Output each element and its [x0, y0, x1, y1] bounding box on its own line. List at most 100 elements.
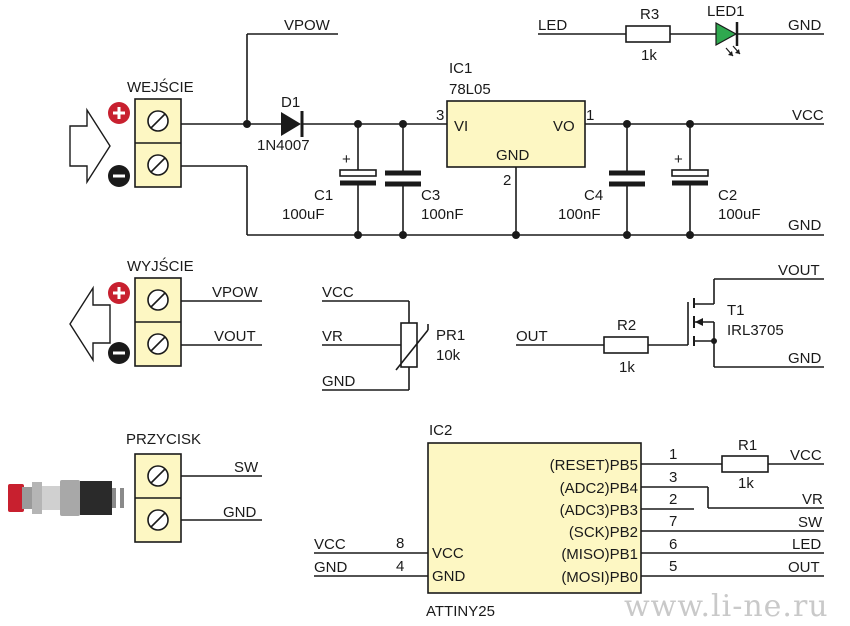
minus-circle-icon	[108, 342, 130, 364]
screw-icon	[147, 333, 169, 355]
plus-circle-icon	[108, 282, 130, 304]
ic2-pin-number: 5	[669, 558, 677, 575]
c3-value: 100nF	[421, 206, 464, 223]
ic2-net-label: VCC	[790, 447, 822, 464]
mcu-section: IC2 ATTINY25 (RESET)PB5 (ADC2)PB4 (ADC3)…	[314, 422, 824, 620]
ic2-net-label: SW	[798, 514, 823, 531]
pr1-value: 10k	[436, 347, 461, 364]
r2-ref: R2	[617, 317, 636, 334]
ic2-pin-name: (MISO)PB1	[561, 546, 638, 563]
plus-circle-icon	[108, 102, 130, 124]
output-vout-net: VOUT	[214, 328, 256, 345]
screw-icon	[147, 465, 169, 487]
output-connector-label: WYJŚCIE	[127, 257, 194, 275]
ic2-ref: IC2	[429, 422, 452, 439]
t1-value: IRL3705	[727, 322, 784, 339]
ic2-pin-name: (RESET)PB5	[550, 457, 638, 474]
ic2-net-label: VR	[802, 491, 823, 508]
input-arrow-icon	[69, 107, 111, 185]
vpow-net-label: VPOW	[284, 17, 331, 34]
mosfet-vout-net: VOUT	[778, 262, 820, 279]
ic2-pin-number: 1	[669, 446, 677, 463]
r3-ref: R3	[640, 6, 659, 23]
t1-mosfet	[687, 298, 717, 367]
watermark: www.li-ne.ru	[624, 589, 829, 624]
r1-resistor	[721, 455, 769, 473]
c3-ref: C3	[421, 187, 440, 204]
ic1-ref: IC1	[449, 60, 472, 77]
r1-ref: R1	[738, 437, 757, 454]
button-section: PRZYCISK SW GND	[8, 431, 262, 543]
ic1-pin-vo: VO	[553, 118, 575, 135]
power-section: WEJŚCIE VPO	[69, 3, 824, 239]
c1-ref: C1	[314, 187, 333, 204]
ic2-pin-name: (ADC2)PB4	[560, 480, 638, 497]
output-screw-terminal	[134, 277, 182, 367]
ic2-net-label: VCC	[314, 536, 346, 553]
input-screw-terminal	[134, 98, 182, 188]
screw-icon	[147, 110, 169, 132]
ic2-pin-name: (SCK)PB2	[569, 524, 638, 541]
output-section: WYJŚCIE VPOW VOUT	[69, 257, 262, 367]
mosfet-section: VOUT GND T1 IRL3705 OUT R2 1k	[516, 262, 824, 376]
r3-resistor	[625, 25, 671, 43]
ic2-value: ATTINY25	[426, 603, 495, 620]
d1-value: 1N4007	[257, 137, 310, 154]
pushbutton-photo-icon	[8, 480, 124, 516]
mosfet-gnd-net: GND	[788, 350, 822, 367]
led-gnd-net-label: GND	[788, 17, 822, 34]
pot-section: VCC GND VR PR1 10k	[322, 284, 465, 391]
ic2-pin-name: GND	[432, 568, 466, 585]
output-arrow-icon	[69, 285, 111, 363]
ic2-pin-name: (MOSI)PB0	[561, 569, 638, 586]
pot-vcc-net: VCC	[322, 284, 354, 301]
c2-value: 100uF	[718, 206, 761, 223]
c4-ref: C4	[584, 187, 603, 204]
ic2-pin-name: (ADC3)PB3	[560, 502, 638, 519]
led-net-label: LED	[538, 17, 567, 34]
button-sw-net: SW	[234, 459, 259, 476]
diode-d1	[281, 111, 304, 137]
ic2-pin-number: 7	[669, 513, 677, 530]
ic1-value: 78L05	[449, 81, 491, 98]
ic2-pin-number: 3	[669, 469, 677, 486]
r2-value: 1k	[619, 359, 635, 376]
screw-icon	[147, 154, 169, 176]
t1-ref: T1	[727, 302, 745, 319]
ic1-pin-gnd: GND	[496, 147, 530, 164]
led1-diode	[715, 21, 741, 57]
ic2-body	[427, 442, 642, 594]
ic2-pin-number: 2	[669, 491, 677, 508]
ic2-net-label: GND	[314, 559, 348, 576]
ic1-pin1-number: 1	[586, 107, 594, 124]
ic2-net-label: LED	[792, 536, 821, 553]
output-vpow-net: VPOW	[212, 284, 259, 301]
led1-ref: LED1	[707, 3, 745, 20]
c2-ref: C2	[718, 187, 737, 204]
ic1-pin3-number: 3	[436, 107, 444, 124]
ic2-net-label: OUT	[788, 559, 820, 576]
c1-polarity-mark: +	[342, 151, 351, 168]
screw-icon	[147, 509, 169, 531]
ic2-pin-name: VCC	[432, 545, 464, 562]
screw-icon	[147, 289, 169, 311]
gnd-net-label: GND	[788, 217, 822, 234]
pot-gnd-net: GND	[322, 373, 356, 390]
button-gnd-net: GND	[223, 504, 257, 521]
minus-circle-icon	[108, 165, 130, 187]
button-screw-terminal	[134, 453, 182, 543]
ic1-pin2-number: 2	[503, 172, 511, 189]
ic2-pin-number: 6	[669, 536, 677, 553]
ic1-pin-vi: VI	[454, 118, 468, 135]
c2-polarity-mark: +	[674, 151, 683, 168]
input-connector-label: WEJŚCIE	[127, 78, 194, 96]
r3-value: 1k	[641, 47, 657, 64]
mosfet-out-net: OUT	[516, 328, 548, 345]
vcc-net-label: VCC	[792, 107, 824, 124]
r2-resistor	[603, 336, 649, 354]
ic2-pin-number: 4	[396, 558, 404, 575]
d1-ref: D1	[281, 94, 300, 111]
pot-vr-net: VR	[322, 328, 343, 345]
r1-value: 1k	[738, 475, 754, 492]
